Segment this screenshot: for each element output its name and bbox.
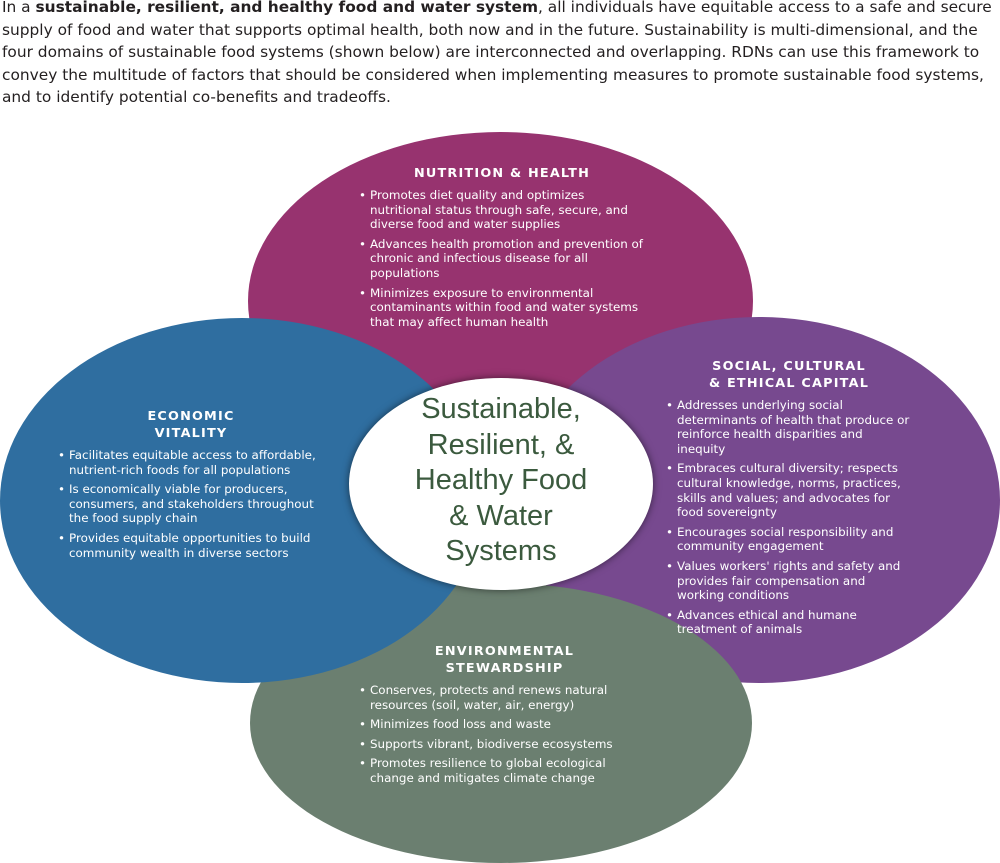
list-item: •Conserves, protects and renews natural … [357,683,652,712]
bullet-text: Advances health promotion and prevention… [370,236,643,280]
domain-title: SOCIAL, CULTURAL & ETHICAL CAPITAL [664,358,914,392]
bullet-text: Minimizes food loss and waste [370,717,551,732]
bullet-text: Is economically viable for producers, co… [69,482,314,526]
list-item: •Minimizes exposure to environmental con… [357,286,647,330]
bullet-list: •Addresses underlying social determinant… [664,398,914,637]
domain-title-line: ECONOMIC [147,409,235,424]
bullet-icon: • [666,461,674,476]
bullet-text: Supports vibrant, biodiverse ecosystems [370,736,613,751]
bullet-icon: • [359,188,367,202]
list-item: •Facilitates equitable access to afforda… [56,448,326,477]
bullet-text: Facilitates equitable access to affordab… [69,448,316,477]
bullet-text: Encourages social responsibility and com… [677,524,894,554]
center-line: Systems [445,535,557,567]
bullet-text: Embraces cultural diversity; respects cu… [677,461,901,520]
list-item: •Encourages social responsibility and co… [664,525,914,554]
list-item: •Embraces cultural diversity; respects c… [664,461,914,519]
bullet-text: Promotes resilience to global ecological… [370,756,606,785]
bullet-icon: • [359,717,367,732]
intro-rest: , all individuals have equitable access … [2,0,992,106]
domain-title-line: STEWARDSHIP [445,661,564,676]
intro-lead: In a [2,0,36,16]
domain-title-line: SOCIAL, CULTURAL [712,359,866,374]
domain-title-line: VITALITY [154,426,228,441]
bullet-list: •Conserves, protects and renews natural … [357,683,652,786]
intro-paragraph: In a sustainable, resilient, and healthy… [2,0,992,109]
bullet-icon: • [359,683,367,697]
bullet-text: Provides equitable opportunities to buil… [69,530,311,560]
list-item: •Advances ethical and humane treatment o… [664,608,914,637]
domain-title: ECONOMIC VITALITY [56,408,326,442]
bullet-list: •Promotes diet quality and optimizes nut… [357,188,647,329]
bullet-text: Advances ethical and humane treatment of… [677,607,857,637]
bullet-text: Minimizes exposure to environmental cont… [370,285,639,329]
center-line: & Water [449,499,553,532]
list-item: •Provides equitable opportunities to bui… [56,531,326,560]
social-cultural-domain: SOCIAL, CULTURAL& ETHICAL CAPITAL •Addre… [664,358,914,642]
bullet-icon: • [58,448,66,462]
list-item: •Promotes resilience to global ecologica… [357,756,652,785]
domain-title-line: & ETHICAL CAPITAL [708,376,870,391]
list-item: •Addresses underlying social determinant… [664,398,914,456]
bullet-list: •Facilitates equitable access to afforda… [56,448,326,560]
list-item: •Supports vibrant, biodiverse ecosystems [357,737,652,752]
list-item: •Advances health promotion and preventio… [357,237,647,281]
list-item: •Promotes diet quality and optimizes nut… [357,188,647,232]
bullet-icon: • [666,558,674,573]
center-line: Sustainable, [421,393,581,425]
bullet-icon: • [359,736,367,751]
list-item: •Minimizes food loss and waste [357,717,652,732]
domain-title-line: ENVIRONMENTAL [434,644,575,659]
intro-bold-term: sustainable, resilient, and healthy food… [35,0,539,16]
bullet-text: Conserves, protects and renews natural r… [370,683,608,712]
bullet-icon: • [359,285,367,300]
bullet-icon: • [359,236,367,251]
nutrition-health-domain: NUTRITION & HEALTH •Promotes diet qualit… [357,165,647,334]
center-line: Healthy Food [414,464,588,496]
bullet-icon: • [666,524,674,539]
center-line: Resilient, & [427,428,575,461]
domain-title: NUTRITION & HEALTH [413,166,591,181]
domain-title: ENVIRONMENTAL STEWARDSHIP [357,643,652,677]
bullet-text: Promotes diet quality and optimizes nutr… [370,188,628,232]
bullet-text: Values workers' rights and safety and pr… [677,558,901,603]
center-title: Sustainable, Resilient, & Healthy Food &… [349,392,653,570]
center-circle [349,378,653,590]
bullet-icon: • [58,482,66,497]
bullet-icon: • [666,607,674,622]
bullet-icon: • [58,530,66,545]
list-item: •Is economically viable for producers, c… [56,482,326,526]
bullet-icon: • [666,398,674,412]
bullet-text: Addresses underlying social determinants… [677,398,910,456]
list-item: •Values workers' rights and safety and p… [664,559,914,603]
bullet-icon: • [359,756,367,771]
